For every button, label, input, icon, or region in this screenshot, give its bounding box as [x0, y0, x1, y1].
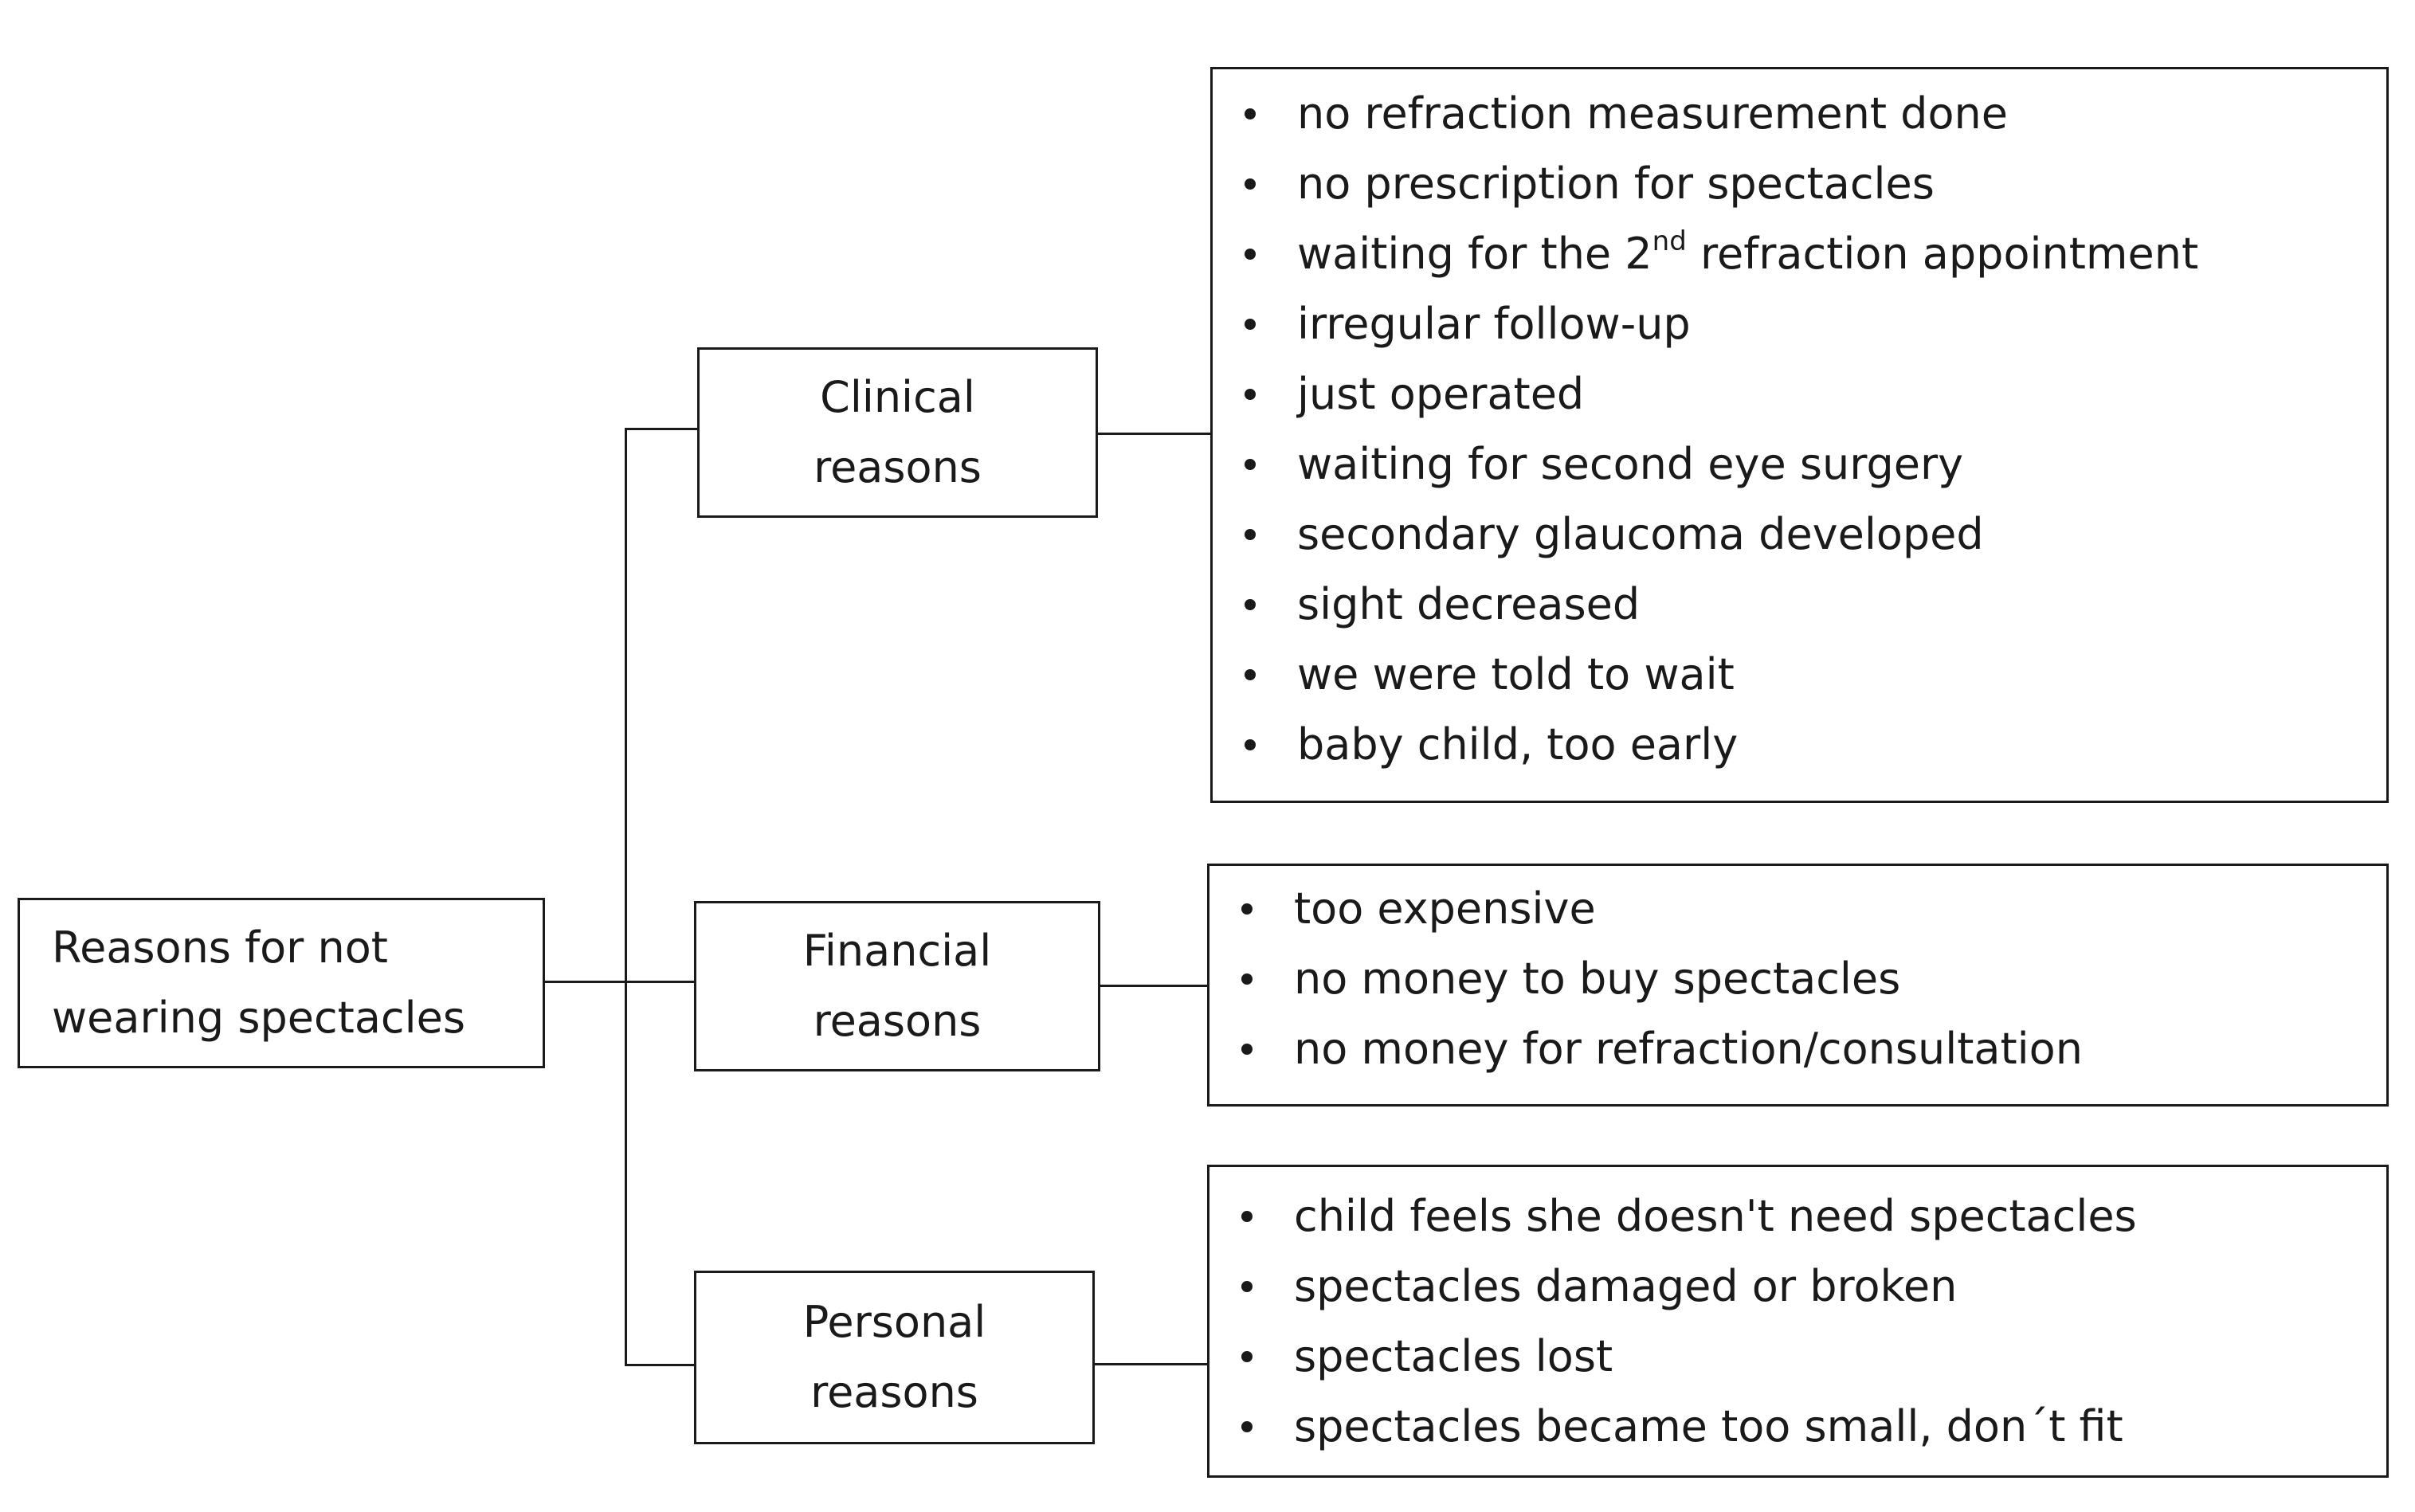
bullet-icon	[1241, 1211, 1253, 1222]
bullet-icon	[1241, 1351, 1253, 1362]
bullet-icon	[1245, 669, 1256, 680]
list-item: waiting for the 2nd refraction appointme…	[1213, 219, 2386, 289]
bullet-icon	[1245, 389, 1256, 400]
bullet-icon	[1245, 108, 1256, 119]
personal-reasons-list: child feels she doesn't need spectacles …	[1207, 1165, 2389, 1478]
financial-reasons-list: too expensive no money to buy spectacles…	[1207, 864, 2389, 1107]
bullet-icon	[1241, 903, 1253, 915]
category-financial: Financial reasons	[694, 901, 1100, 1071]
root-node: Reasons for not wearing spectacles	[18, 898, 545, 1068]
list-item: baby child, too early	[1213, 710, 2386, 780]
category-label-line2: reasons	[813, 442, 982, 492]
category-label-line1: Financial	[802, 926, 992, 976]
list-item: spectacles damaged or broken	[1209, 1252, 2386, 1322]
list-item: sight decreased	[1213, 570, 2386, 640]
superscript: nd	[1652, 225, 1687, 257]
bullet-icon	[1245, 178, 1256, 190]
connector-vertical-spine	[625, 428, 627, 1366]
bullet-icon	[1241, 1421, 1253, 1432]
list-item: spectacles lost	[1209, 1322, 2386, 1392]
list-item: child feels she doesn't need spectacles	[1209, 1181, 2386, 1252]
bullet-icon	[1245, 599, 1256, 610]
category-clinical: Clinical reasons	[697, 347, 1098, 518]
list-item: irregular follow-up	[1213, 289, 2386, 359]
clinical-reasons-list: no refraction measurement done no prescr…	[1210, 67, 2389, 803]
connector-to-financial	[625, 981, 696, 983]
bullet-icon	[1241, 973, 1253, 985]
category-personal: Personal reasons	[694, 1271, 1095, 1444]
bullet-icon	[1241, 1044, 1253, 1055]
connector-personal-to-list	[1093, 1363, 1209, 1365]
category-label-line2: reasons	[810, 1367, 978, 1417]
bullet-icon	[1241, 1281, 1253, 1292]
connector-financial-to-list	[1099, 985, 1209, 987]
list-item: no prescription for spectacles	[1213, 149, 2386, 219]
bullet-icon	[1245, 319, 1256, 330]
list-item: just operated	[1213, 359, 2386, 429]
category-label-line1: Clinical	[820, 372, 975, 422]
bullet-icon	[1245, 459, 1256, 470]
list-item: we were told to wait	[1213, 640, 2386, 710]
list-item: no money for refraction/consultation	[1209, 1014, 2386, 1084]
list-item: waiting for second eye surgery	[1213, 429, 2386, 499]
list-item: no money to buy spectacles	[1209, 944, 2386, 1014]
category-label-line2: reasons	[813, 996, 982, 1046]
list-item: too expensive	[1209, 874, 2386, 944]
root-label-line1: Reasons for not	[52, 922, 388, 973]
bullet-icon	[1245, 249, 1256, 260]
bullet-icon	[1245, 739, 1256, 750]
connector-root-trunk	[543, 981, 626, 983]
bullet-icon	[1245, 529, 1256, 540]
root-label-line2: wearing spectacles	[52, 993, 465, 1043]
list-item: no refraction measurement done	[1213, 79, 2386, 149]
list-item: spectacles became too small, don´t fit	[1209, 1392, 2386, 1462]
connector-to-personal	[625, 1364, 696, 1366]
connector-clinical-to-list	[1096, 433, 1212, 435]
connector-to-clinical	[625, 428, 699, 430]
category-label-line1: Personal	[802, 1297, 986, 1347]
list-item: secondary glaucoma developed	[1213, 499, 2386, 570]
